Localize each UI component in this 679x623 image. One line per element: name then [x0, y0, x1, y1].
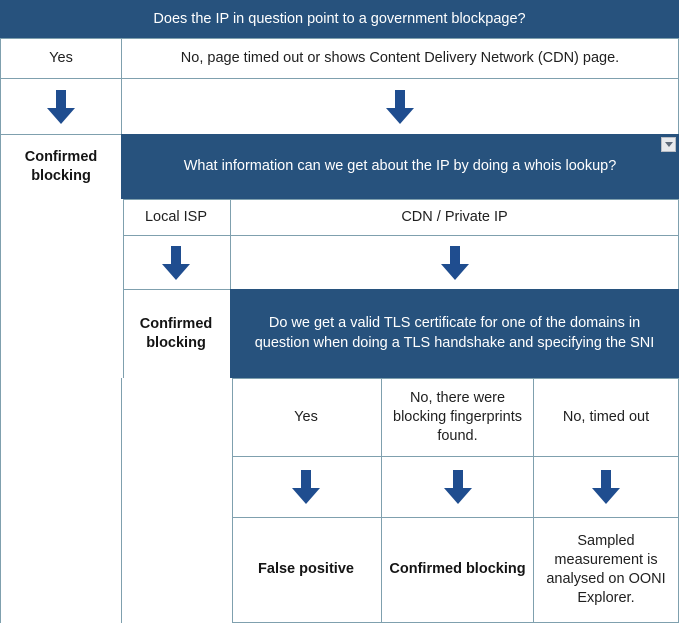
level3-verdict-false-positive-text: False positive [258, 561, 354, 578]
level3-verdict-false-positive: False positive [230, 517, 382, 623]
dropdown-arrow-icon[interactable] [661, 137, 676, 152]
level2-answer-cdn-label: CDN / Private IP [401, 208, 508, 225]
down-arrow-icon [385, 89, 415, 125]
down-arrow-icon [46, 89, 76, 125]
level3-arrow-fingerprints-cell [381, 456, 534, 518]
level1-verdict-text: Confirmed blocking [24, 148, 98, 184]
level2-question-text: What information can we get about the IP… [183, 158, 617, 175]
level1-arrow-no-cell [121, 78, 679, 135]
level1-answer-no[interactable]: No, page timed out or shows Content Deli… [121, 38, 679, 79]
level3-verdict-sampled-measurement-text: Sampled measurement is analysed on OONI … [546, 532, 666, 607]
level3-question-banner: Do we get a valid TLS certificate for on… [230, 289, 679, 379]
level3-answer-timeout-label: No, timed out [562, 408, 650, 425]
level3-answer-fingerprints-label: No, there were blocking fingerprints fou… [393, 389, 522, 445]
level3-arrow-timeout-cell [533, 456, 679, 518]
level2-verdict-confirmed-blocking: Confirmed blocking [121, 289, 231, 379]
level1-answer-yes[interactable]: Yes [0, 38, 122, 79]
level3-answer-yes[interactable]: Yes [230, 378, 382, 457]
level3-verdict-confirmed-blocking: Confirmed blocking [381, 517, 534, 623]
level2-answer-local-isp[interactable]: Local ISP [121, 199, 231, 236]
level1-question-text: Does the IP in question point to a gover… [153, 10, 526, 27]
level3-answer-fingerprints[interactable]: No, there were blocking fingerprints fou… [381, 378, 534, 457]
level3-answer-timeout[interactable]: No, timed out [533, 378, 679, 457]
down-arrow-icon [591, 469, 621, 505]
level3-arrow-yes-cell [230, 456, 382, 518]
down-arrow-icon [443, 469, 473, 505]
down-arrow-icon [440, 245, 470, 281]
empty-cell-col1-lower [0, 199, 124, 623]
level3-question-text: Do we get a valid TLS certificate for on… [254, 315, 655, 351]
level3-verdict-sampled-measurement: Sampled measurement is analysed on OONI … [533, 517, 679, 623]
level3-answer-yes-label: Yes [294, 408, 318, 425]
level1-question-banner: Does the IP in question point to a gover… [0, 0, 679, 39]
level1-verdict-confirmed-blocking: Confirmed blocking [0, 134, 122, 200]
level2-arrow-isp-cell [121, 235, 231, 290]
level1-answer-yes-label: Yes [49, 49, 73, 66]
level2-question-banner: What information can we get about the IP… [121, 134, 679, 200]
level1-arrow-yes-cell [0, 78, 122, 135]
down-arrow-icon [161, 245, 191, 281]
triangle-glyph [664, 142, 673, 147]
empty-cell-col2-lower [121, 378, 233, 623]
level2-answer-local-isp-label: Local ISP [144, 208, 208, 225]
level2-answer-cdn-private-ip[interactable]: CDN / Private IP [230, 199, 679, 236]
level1-answer-no-label: No, page timed out or shows Content Deli… [180, 49, 620, 66]
level3-verdict-confirmed-blocking-text: Confirmed blocking [389, 561, 526, 578]
level2-verdict-text: Confirmed blocking [139, 315, 213, 351]
down-arrow-icon [291, 469, 321, 505]
level2-arrow-cdn-cell [230, 235, 679, 290]
